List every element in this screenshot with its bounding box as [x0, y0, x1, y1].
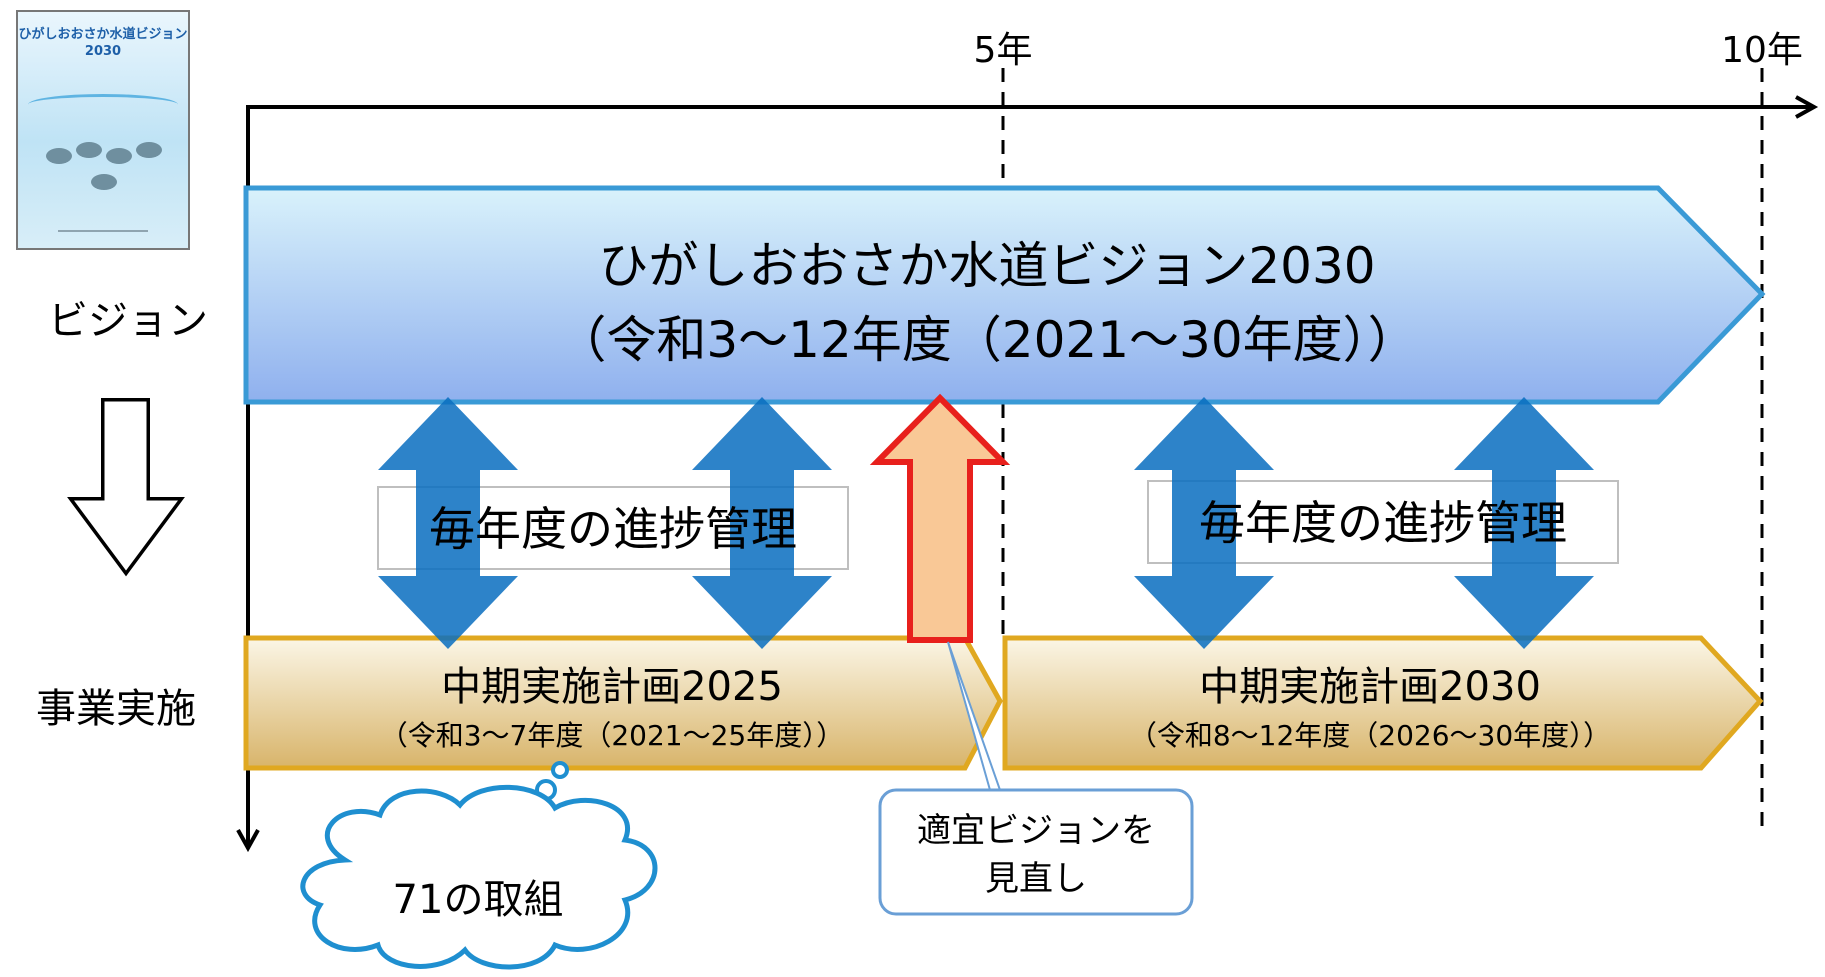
row-label-implementation: 事業実施 [36, 686, 196, 732]
progress-management-label-right: 毎年度の進捗管理 [1199, 496, 1567, 550]
initiatives-cloud-text: 71の取組 [393, 877, 564, 923]
vision-banner-arrow [243, 185, 1766, 405]
plan-2025-banner-arrow [243, 635, 1003, 771]
plan-2030-period: （令和8～12年度（2026～30年度）） [1129, 719, 1611, 752]
plan-2030-banner-arrow [1002, 635, 1764, 771]
vision-review-up-arrow [869, 393, 1011, 643]
cover-wave-decoration [28, 94, 178, 115]
cover-photo [46, 148, 72, 164]
review-callout-line2: 見直し [985, 859, 1087, 899]
vision-banner-title: ひがしおおさか水道ビジョン2030 [598, 237, 1375, 295]
cover-footer-line [58, 230, 148, 232]
year-5-label: 5年 [974, 30, 1033, 71]
cover-title: ひがしおおさか水道ビジョン2030 [18, 27, 188, 59]
vision-banner-period: （令和3～12年度（2021～30年度）） [556, 311, 1417, 369]
plan-2025-title: 中期実施計画2025 [441, 664, 783, 710]
review-callout-box [878, 788, 1194, 916]
review-callout-line1: 適宜ビジョンを [917, 811, 1155, 851]
thought-bubble-small [551, 761, 569, 779]
vertical-axis-arrowhead [236, 829, 260, 853]
progress-double-arrows [378, 397, 1594, 649]
cover-photo-strip [46, 142, 166, 202]
flow-down-arrow-inner [74, 401, 178, 571]
plan-2030-title: 中期実施計画2030 [1199, 664, 1541, 710]
double-arrow-icon [692, 397, 832, 649]
cover-photo [91, 174, 117, 190]
time-axis-arrowhead [1795, 95, 1819, 119]
cover-photo [106, 148, 132, 164]
progress-management-label-left: 毎年度の進捗管理 [429, 502, 797, 556]
double-arrow-icon [378, 397, 518, 649]
cover-photo [76, 142, 102, 158]
vision-booklet-cover-image: ひがしおおさか水道ビジョン2030 [16, 10, 190, 250]
plan-2025-period: （令和3～7年度（2021～25年度）） [380, 719, 845, 752]
double-arrow-icon [1454, 397, 1594, 649]
initiatives-cloud-shape [300, 784, 658, 970]
year-10-label: 10年 [1721, 30, 1803, 71]
double-arrow-icon [1134, 397, 1274, 649]
timeline-axes: 5年 10年 [236, 30, 1819, 853]
row-label-vision: ビジョン [48, 298, 208, 344]
cover-photo [136, 142, 162, 158]
